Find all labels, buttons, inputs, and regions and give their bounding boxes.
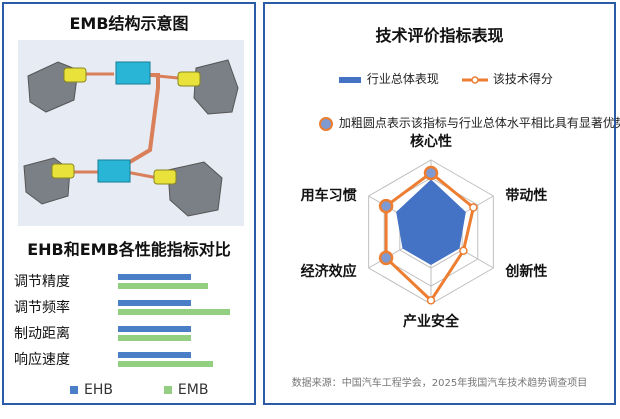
- highlight-point: [378, 198, 394, 214]
- industry-area: [396, 179, 466, 265]
- legend-emb-swatch: [163, 386, 172, 394]
- bar-emb: [118, 361, 214, 367]
- axis-label: 产业安全: [403, 313, 460, 330]
- bar-emb: [118, 309, 231, 315]
- legend-ehb-label: EHB: [84, 382, 113, 398]
- bar-emb: [118, 283, 208, 289]
- legend-emb: EMB: [163, 382, 209, 398]
- legend-industry: 行业总体表现: [337, 70, 439, 87]
- comparison-title: EHB和EMB各性能指标对比: [27, 240, 231, 259]
- legend-highlight-note: 加粗圆点表示该指标与行业总体水平相比具有显著优势: [319, 114, 620, 131]
- bar-ehb: [118, 274, 191, 280]
- axis-label: 核心性: [410, 133, 452, 150]
- performance-bar-chart: 调节精度调节频率制动距离响应速度: [14, 266, 250, 376]
- highlight-point: [378, 250, 394, 266]
- bar-emb: [118, 335, 191, 341]
- score-point: [469, 203, 478, 212]
- radar-title: 技术评价指标表现: [375, 26, 504, 45]
- bar-legend: EHB EMB: [70, 382, 208, 398]
- legend-industry-swatch: [339, 76, 361, 83]
- diagram-title: EMB结构示意图: [69, 14, 189, 33]
- bar-ehb: [118, 300, 191, 306]
- left-panel: EMB结构示意图: [2, 2, 256, 405]
- category-label: 制动距离: [14, 326, 70, 342]
- legend-ehb: EHB: [70, 382, 113, 398]
- legend-tech: 该技术得分: [461, 70, 553, 87]
- highlight-point: [423, 165, 439, 181]
- caliper-front-right: [177, 59, 239, 115]
- legend-tech-label: 该技术得分: [492, 72, 553, 86]
- legend-highlight-dot: [319, 116, 333, 131]
- category-label: 调节频率: [14, 300, 70, 316]
- legend-highlight-text: 加粗圆点表示该指标与行业总体水平相比具有显著优势: [338, 116, 620, 130]
- bar-ehb: [118, 326, 191, 332]
- data-source: 数据来源：中国汽车工程学会，2025年我国汽车技术趋势调查项目: [291, 378, 588, 389]
- axis-label: 创新性: [504, 263, 547, 280]
- category-label: 调节精度: [14, 274, 70, 290]
- axis-label: 用车习惯: [301, 187, 357, 204]
- score-point: [459, 246, 468, 255]
- legend-industry-label: 行业总体表现: [366, 72, 439, 86]
- axis-label: 经济效应: [301, 263, 357, 280]
- legend-ehb-swatch: [70, 386, 78, 394]
- ecu-rear: [97, 159, 131, 183]
- legend-emb-label: EMB: [177, 382, 209, 398]
- ecu-front: [115, 61, 151, 85]
- bar-ehb: [118, 352, 191, 358]
- caliper-rear-right: [153, 161, 223, 217]
- caliper-front-left: [27, 61, 87, 113]
- legend-tech-swatch: [462, 75, 488, 84]
- axis-label: 带动性: [505, 187, 547, 204]
- emb-structure-diagram: [18, 40, 244, 226]
- caliper-rear-left: [23, 157, 75, 205]
- score-point: [426, 296, 436, 305]
- category-label: 响应速度: [14, 352, 70, 368]
- right-panel: 技术评价指标表现 行业总体表现 该技术得分 加粗圆点表示该指标与行业总体水平相比…: [263, 2, 620, 405]
- emb-structure-illustration: [23, 59, 239, 217]
